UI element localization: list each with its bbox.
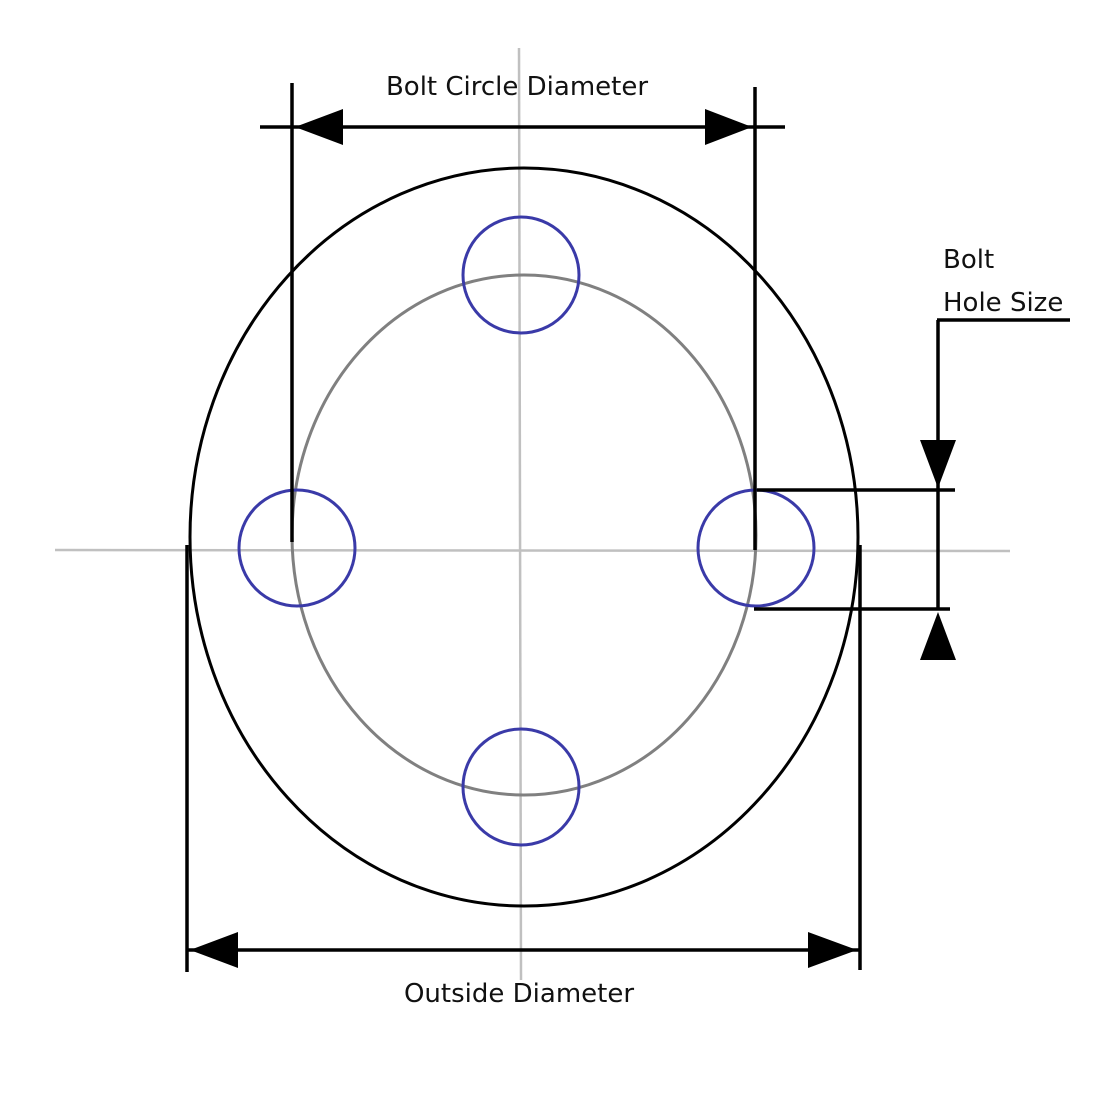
bolt-hole-left [237, 488, 357, 608]
bolt-hole-top [461, 215, 581, 335]
arrow-right-icon [808, 932, 857, 968]
outside-diameter-dimension [185, 545, 862, 972]
bolt-circle-diameter-dimension [260, 83, 785, 550]
bolt-circle-diameter-label: Bolt Circle Diameter [386, 72, 648, 102]
bolt-circle [290, 273, 758, 797]
bolt-hole-size-label-line1: Bolt [943, 245, 994, 275]
horizontal-center-line [54, 548, 1011, 553]
bolt-hole-size-label-line2: Hole Size [943, 288, 1063, 318]
arrow-left-icon [295, 109, 343, 145]
outside-diameter-label: Outside Diameter [404, 979, 634, 1009]
vertical-center-line [517, 47, 523, 981]
arrow-right-icon [705, 109, 752, 145]
bolt-hole-bottom [461, 727, 581, 847]
arrow-up-icon [920, 612, 956, 660]
arrow-down-icon [920, 440, 956, 488]
outside-edge [188, 166, 860, 908]
bolt-hole-size-dimension [754, 318, 1070, 611]
arrow-left-icon [190, 932, 238, 968]
